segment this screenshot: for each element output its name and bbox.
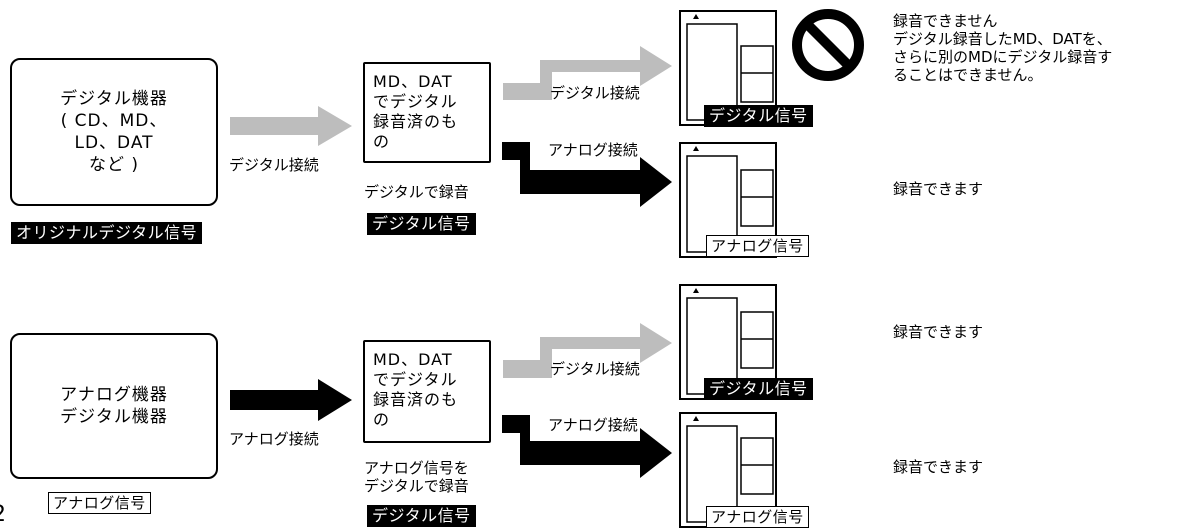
row1-input-connection-label: デジタル接続 — [229, 156, 319, 174]
row2-upper-signal-badge: デジタル信号 — [704, 378, 813, 400]
row2-recorded-signal-badge: デジタル信号 — [367, 505, 476, 527]
row1-upper-result-text: 録音できません デジタル録音したMD、DATを、 さらに別のMDにデジタル録音す… — [893, 12, 1113, 84]
row2-lower-result-text: 録音できます — [893, 458, 984, 476]
row1-lower-connection-label: アナログ接続 — [548, 141, 638, 159]
row1-source-device-box: デジタル機器 ( CD、MD、 LD、DAT など ) — [10, 58, 218, 206]
row2-upper-result-text: 録音できます — [893, 323, 984, 341]
row1-recorded-md-box: MD、DAT でデジタル 録音済のも の — [363, 62, 491, 163]
row2-input-analog-arrow — [230, 379, 352, 421]
row2-upper-connection-label: デジタル接続 — [550, 360, 640, 378]
row1-upper-connection-label: デジタル接続 — [550, 84, 640, 102]
row1-lower-result-text: 録音できます — [893, 180, 984, 198]
row1-lower-signal-badge: アナログ信号 — [706, 235, 809, 257]
row2-recorded-md-box: MD、DAT でデジタル 録音済のも の — [363, 340, 491, 443]
row1-recorded-caption: デジタルで録音 — [364, 183, 469, 201]
row2-source-device-box: アナログ機器 デジタル機器 — [10, 333, 218, 479]
row2-lower-connection-label: アナログ接続 — [548, 416, 638, 434]
row2-input-connection-label: アナログ接続 — [229, 430, 319, 448]
row2-lower-analog-arrow — [502, 415, 672, 478]
row1-source-signal-badge: オリジナルデジタル信号 — [11, 222, 203, 244]
row2-source-signal-badge: アナログ信号 — [48, 492, 151, 514]
row1-recorded-signal-badge: デジタル信号 — [367, 213, 476, 235]
prohibition-icon — [792, 9, 864, 81]
page-number: 2 — [0, 502, 6, 527]
row2-recorded-caption: アナログ信号を デジタルで録音 — [364, 459, 469, 495]
row1-lower-analog-arrow — [502, 142, 672, 207]
row2-upper-digital-arrow — [503, 323, 672, 378]
row2-lower-signal-badge: アナログ信号 — [706, 506, 809, 528]
row1-upper-digital-arrow — [503, 46, 672, 100]
row1-upper-signal-badge: デジタル信号 — [704, 105, 813, 127]
row1-input-digital-arrow — [230, 106, 352, 146]
